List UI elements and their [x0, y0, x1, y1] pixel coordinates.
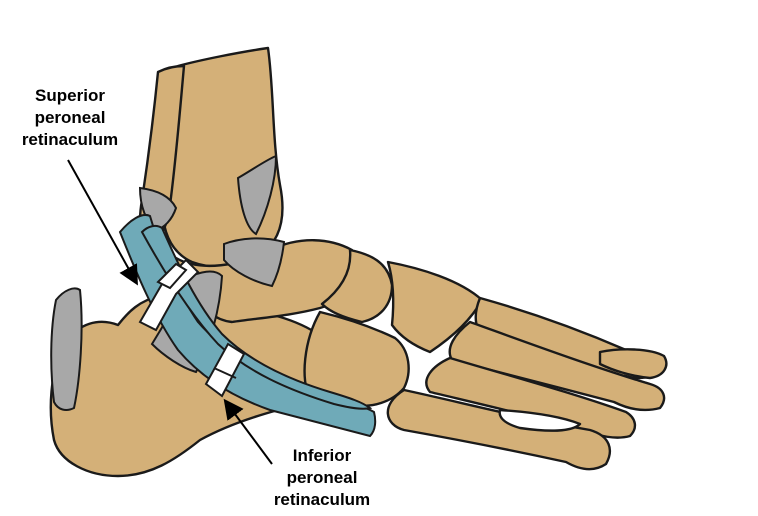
inferior-retinaculum-line — [213, 367, 237, 379]
inferior-label-line-3: retinaculum — [274, 490, 370, 509]
ligament-mid-right — [223, 237, 286, 288]
achilles-ligament — [50, 287, 83, 411]
inferior-label-line-1: Inferior — [293, 446, 352, 465]
peroneus-tendon-longus — [140, 224, 373, 410]
superior-arrow — [67, 159, 138, 286]
cuneiform — [386, 260, 484, 354]
metatarsal-3 — [425, 356, 637, 439]
bones — [49, 46, 668, 478]
toe-tip — [598, 348, 668, 380]
inferior-retinaculum-strip — [204, 342, 246, 398]
inferior-arrow — [223, 398, 273, 465]
metatarsal-gap — [498, 408, 582, 432]
superior-label-line-1: Superior — [35, 86, 105, 105]
inferior-peroneal-retinaculum-label: Inferior peroneal retinaculum — [274, 446, 370, 509]
superior-label-line-3: retinaculum — [22, 130, 118, 149]
superior-label-line-2: peroneal — [35, 108, 106, 127]
retinacula — [138, 258, 246, 398]
superior-peroneal-retinaculum-label: Superior peroneal retinaculum — [22, 86, 118, 149]
superior-retinaculum-strip-2 — [156, 262, 188, 290]
peroneal-tendons — [118, 214, 377, 438]
navicular — [320, 248, 394, 324]
inferior-label-line-2: peroneal — [287, 468, 358, 487]
ligament-upper-right — [236, 154, 278, 236]
